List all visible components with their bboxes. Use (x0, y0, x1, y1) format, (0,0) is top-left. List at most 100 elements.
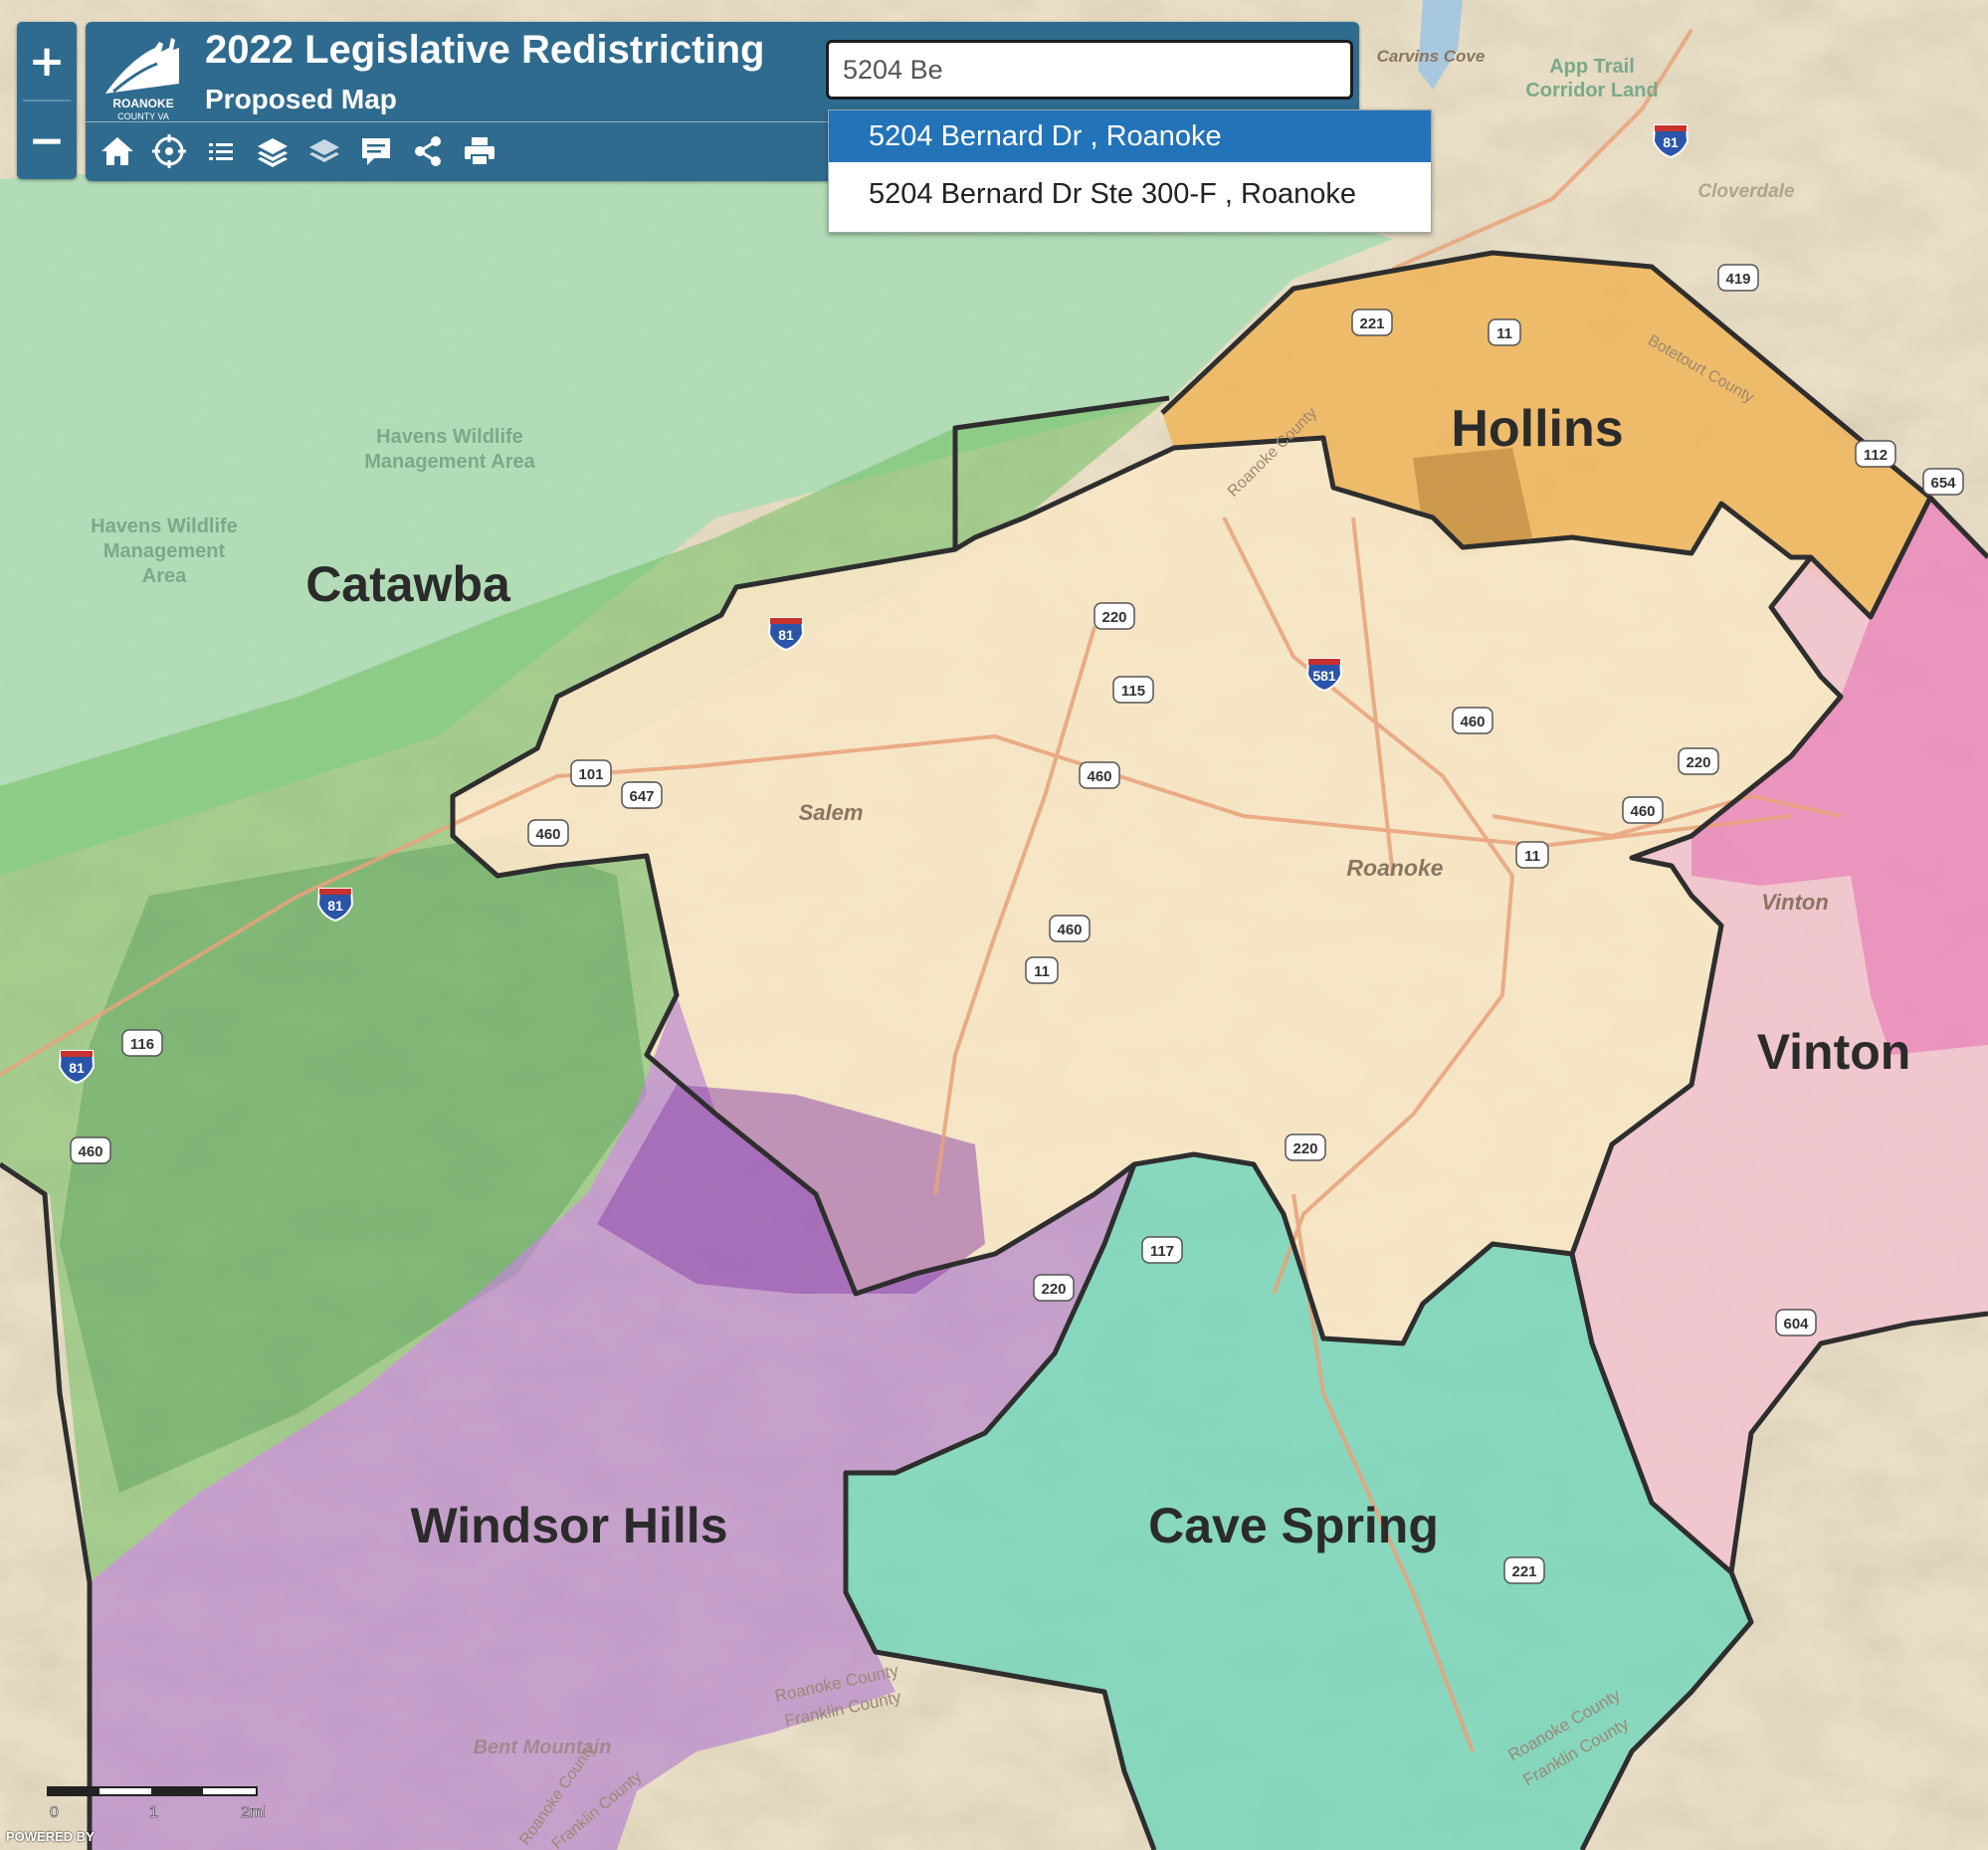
district-windsor-hills[interactable] (90, 995, 1134, 1850)
svg-text:Management: Management (103, 540, 226, 562)
us-route-label: 220 (1101, 609, 1126, 626)
svg-text:Havens Wildlife: Havens Wildlife (91, 515, 238, 537)
interstate-shield: 81 (1652, 124, 1690, 159)
us-route-label: 220 (1041, 1281, 1066, 1298)
us-route-label: 460 (78, 1143, 102, 1160)
us-route-label: 117 (1150, 1243, 1174, 1260)
zoom-in-button[interactable]: + (17, 22, 77, 100)
us-route-shield: 419 (1717, 264, 1759, 292)
label-hollins[interactable]: Hollins (1451, 400, 1623, 458)
us-route-label: 116 (130, 1036, 154, 1053)
comment-icon (362, 138, 390, 165)
svg-text:1: 1 (149, 1804, 158, 1821)
us-route-shield: 116 (121, 1029, 163, 1057)
district-catawba[interactable] (0, 398, 1169, 1582)
windsor-dark-zone (597, 1085, 985, 1294)
toolbar (92, 129, 505, 173)
us-route-label: 647 (629, 788, 654, 805)
svg-text:Roanoke: Roanoke (1346, 855, 1443, 881)
svg-text:Management Area: Management Area (364, 451, 535, 473)
svg-text:Salem: Salem (799, 800, 864, 825)
us-route-shield: 460 (1452, 707, 1493, 734)
district-cave-spring[interactable] (846, 1154, 1751, 1850)
us-route-shield: 604 (1775, 1309, 1817, 1336)
app-subtitle: Proposed Map (205, 84, 397, 114)
layers-button[interactable] (247, 129, 298, 173)
us-route-shield: 460 (1049, 915, 1091, 942)
us-route-shield: 112 (1855, 440, 1896, 468)
district-hollins[interactable] (1162, 253, 1930, 617)
district-boundaries (0, 250, 1988, 1850)
svg-text:Vinton: Vinton (1761, 890, 1829, 915)
home-button[interactable] (92, 129, 143, 173)
us-route-label: 460 (1630, 803, 1655, 820)
interstate-label: 81 (327, 898, 343, 914)
interstate-shield: 81 (316, 888, 354, 923)
layers-icon (258, 138, 288, 167)
catawba-dark-zone (60, 836, 647, 1493)
interstate-shields: 81 81 81 81 581 (58, 124, 1690, 1085)
us-route-shield: 220 (1285, 1133, 1326, 1161)
scale-bar: 0 1 2mi (47, 1786, 265, 1821)
list-icon (209, 143, 233, 160)
us-route-label: 460 (1057, 922, 1082, 938)
label-catawba[interactable]: Catawba (305, 556, 511, 612)
us-route-shield: 460 (527, 819, 569, 847)
svg-text:COUNTY VA: COUNTY VA (117, 111, 169, 121)
search-suggestions: 5204 Bernard Dr , Roanoke 5204 Bernard D… (828, 109, 1432, 233)
interstate-label: 81 (778, 627, 794, 643)
us-route-label: 460 (1087, 768, 1111, 785)
interstate-label: 581 (1312, 668, 1336, 684)
us-route-label: 11 (1524, 848, 1540, 865)
svg-text:ROANOKE: ROANOKE (112, 97, 173, 110)
us-route-shield: 220 (1033, 1274, 1075, 1302)
us-route-shield: 460 (70, 1136, 111, 1164)
us-route-label: 460 (535, 826, 560, 843)
suggestion-item[interactable]: 5204 Bernard Dr Ste 300-F , Roanoke (869, 178, 1357, 210)
vinton-pink-zone (1691, 498, 1988, 1055)
us-route-shield: 220 (1093, 602, 1135, 630)
basemap-button[interactable] (298, 129, 350, 173)
svg-text:Cloverdale: Cloverdale (1697, 181, 1795, 202)
label-vinton[interactable]: Vinton (1757, 1024, 1911, 1080)
share-icon (415, 136, 441, 166)
home-icon (101, 137, 133, 165)
road-network (0, 28, 1842, 1752)
print-button[interactable] (454, 129, 505, 173)
share-button[interactable] (402, 129, 454, 173)
us-route-label: 220 (1686, 754, 1710, 771)
powered-by-footer: POWERED BY (6, 1829, 95, 1844)
zoom-divider (23, 100, 71, 102)
label-cave-spring[interactable]: Cave Spring (1148, 1498, 1439, 1553)
zoom-control: + − (17, 22, 77, 179)
us-route-label: 460 (1460, 714, 1485, 730)
comment-button[interactable] (350, 129, 402, 173)
interstate-shield: 581 (1305, 658, 1343, 693)
us-route-shield: 220 (1678, 747, 1719, 775)
locate-icon (152, 134, 186, 168)
us-route-label: 419 (1725, 271, 1750, 288)
us-route-label: 101 (578, 766, 603, 783)
district-labels: Catawba Hollins Vinton Windsor Hills Cav… (305, 400, 1910, 1553)
us-route-label: 221 (1359, 315, 1384, 332)
svg-text:Havens Wildlife: Havens Wildlife (376, 426, 523, 448)
locate-button[interactable] (143, 129, 195, 173)
label-windsor-hills[interactable]: Windsor Hills (410, 1498, 727, 1553)
us-route-shield: 460 (1079, 761, 1120, 789)
us-route-label: 604 (1783, 1316, 1809, 1333)
basemap-icon (309, 139, 339, 162)
interstate-shield: 81 (58, 1050, 96, 1085)
zoom-out-button[interactable]: − (17, 102, 77, 179)
us-route-label: 11 (1034, 963, 1050, 980)
interstate-label: 81 (1663, 134, 1679, 150)
address-search-input[interactable] (826, 40, 1353, 100)
us-route-shield: 221 (1503, 1556, 1545, 1584)
us-route-shield: 647 (621, 781, 663, 809)
suggestion-item[interactable]: 5204 Bernard Dr , Roanoke (829, 110, 1431, 162)
svg-text:Carvins Cove: Carvins Cove (1377, 47, 1486, 66)
svg-text:Corridor Land: Corridor Land (1525, 80, 1658, 102)
us-route-label: 11 (1496, 325, 1512, 342)
legend-button[interactable] (195, 129, 247, 173)
us-route-shield: 117 (1141, 1236, 1183, 1264)
